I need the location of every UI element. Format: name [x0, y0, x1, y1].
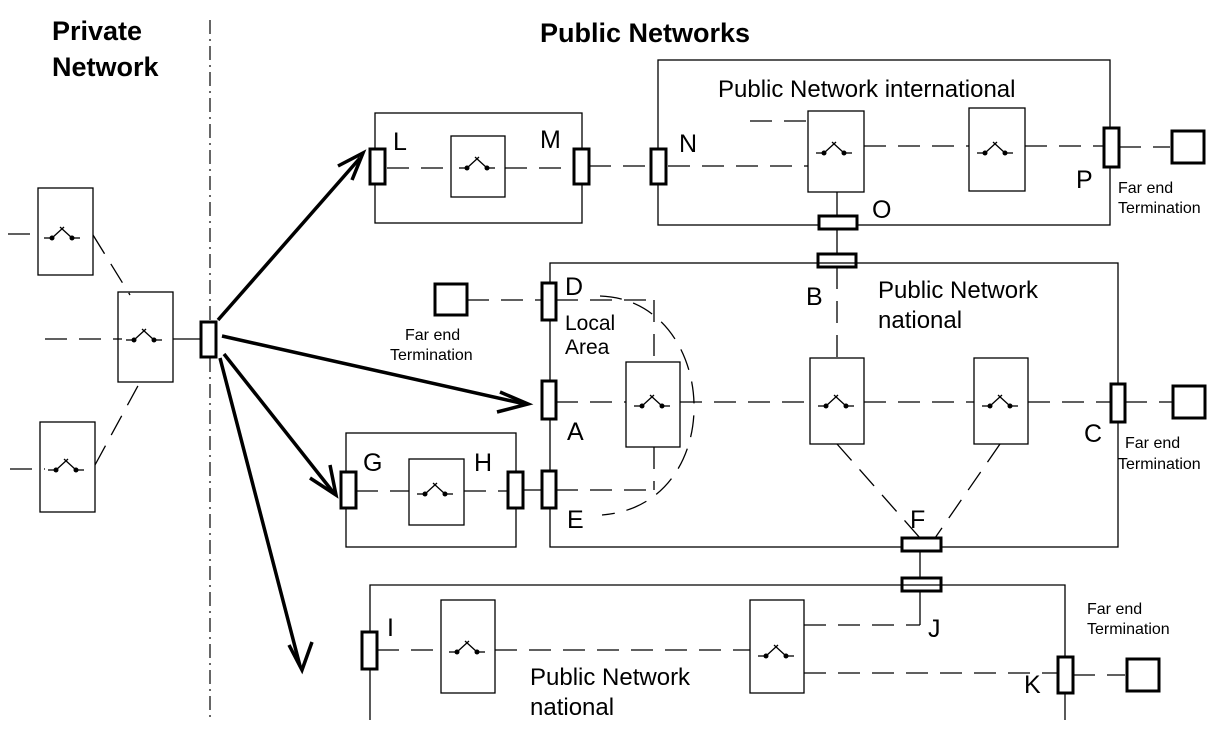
port-icon: [1109, 382, 1127, 424]
arrow-icon: [222, 352, 335, 494]
network-box: [549, 262, 1119, 548]
termination-icon: [1125, 657, 1161, 693]
port-icon: [339, 470, 358, 510]
point-label-p: P: [1076, 166, 1093, 194]
international-network-label: Public Network international: [718, 76, 1015, 103]
port-icon: [540, 379, 558, 421]
point-label-h: H: [474, 449, 492, 477]
point-label-n: N: [679, 130, 697, 158]
point-label-f: F: [910, 506, 925, 534]
switch-box: [625, 361, 681, 448]
switch-icon: [125, 328, 163, 344]
point-label-i: I: [387, 614, 394, 642]
public-networks-title: Public Networks: [540, 18, 750, 48]
switch-icon: [448, 640, 486, 656]
switch-icon: [976, 141, 1014, 157]
termination-icon: [1171, 384, 1207, 420]
port-icon: [199, 320, 218, 359]
port-icon: [1102, 126, 1121, 169]
point-label-b: B: [806, 283, 823, 311]
network-international: Public Network international N P Far end…: [649, 59, 1206, 231]
point-label-l: L: [393, 128, 407, 156]
switch-box: [440, 599, 496, 694]
point-label-c: C: [1084, 420, 1102, 448]
arrow-icon: [221, 334, 526, 406]
point-label-o: O: [872, 196, 891, 224]
port-icon: [817, 214, 859, 231]
switch-icon: [47, 458, 85, 474]
switch-box: [973, 357, 1029, 445]
private-network: [8, 187, 218, 513]
network-l-m: L M: [368, 112, 651, 224]
termination-icon: [433, 282, 469, 317]
point-label-j: J: [928, 615, 941, 643]
network-box: [369, 584, 1066, 720]
port-icon: [360, 630, 379, 671]
network-g-h: G H: [339, 432, 542, 548]
switch-icon: [815, 141, 853, 157]
switch-box: [749, 599, 805, 694]
arrow-icon: [216, 156, 362, 322]
port-icon: [540, 281, 558, 322]
port-icon: [368, 147, 387, 186]
switch-icon: [981, 394, 1019, 410]
port-icon: [1056, 655, 1075, 695]
port-icon: [540, 469, 558, 510]
switch-icon: [817, 394, 855, 410]
switch-box: [408, 458, 465, 526]
point-label-e: E: [567, 506, 584, 534]
port-icon: [816, 252, 858, 269]
switch-box: [450, 135, 506, 198]
port-icon: [506, 470, 525, 510]
switch-icon: [43, 226, 81, 242]
point-label-a: A: [567, 418, 584, 446]
switch-icon: [757, 644, 795, 660]
point-label-k: K: [1024, 671, 1041, 699]
private-switch-box: [117, 291, 174, 383]
private-switch-box: [37, 187, 94, 276]
port-icon: [649, 147, 668, 186]
arrows: [216, 149, 534, 675]
switch-box: [968, 107, 1026, 192]
switch-icon: [416, 482, 454, 498]
private-switch-box: [39, 421, 96, 513]
switch-icon: [633, 394, 671, 410]
switch-icon: [458, 156, 496, 172]
switch-box: [809, 357, 865, 445]
point-label-g: G: [363, 449, 382, 477]
arrow-icon: [218, 357, 302, 667]
switch-box: [807, 110, 865, 193]
port-icon: [572, 147, 591, 186]
port-icon: [900, 536, 943, 553]
local-area-boundary: [599, 295, 695, 516]
termination-icon: [1170, 129, 1206, 165]
point-label-m: M: [540, 126, 561, 154]
point-label-d: D: [565, 273, 583, 301]
